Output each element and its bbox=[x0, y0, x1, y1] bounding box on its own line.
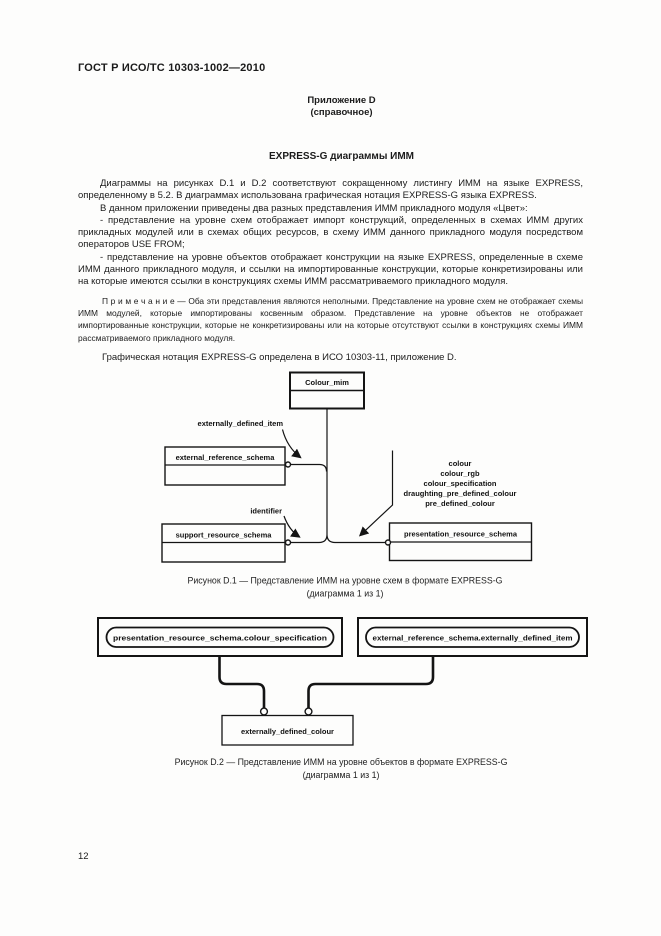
node-external-externally-defined-item: external_reference_schema.externally_def… bbox=[357, 617, 588, 657]
node-external-reference-schema-box bbox=[164, 446, 286, 486]
figure-d1-caption: Рисунок D.1 — Представление ИММ на уровн… bbox=[187, 576, 502, 586]
interface-item: colour_specification bbox=[424, 479, 497, 488]
interface-item: draughting_pre_defined_colour bbox=[404, 489, 517, 498]
node-presentation-colour-specification: presentation_resource_schema.colour_spec… bbox=[97, 617, 343, 657]
port-support-resource-schema bbox=[284, 539, 292, 546]
arrow-externally-defined-item bbox=[281, 429, 302, 459]
annex-label: Приложение D bbox=[307, 95, 376, 106]
note-paragraph: П р и м е ч а н и е — Оба эти представле… bbox=[78, 295, 583, 343]
interface-item: colour bbox=[449, 459, 472, 468]
wire-branch-external-reference bbox=[290, 463, 328, 472]
node-external-reference-schema-label: external_reference_schema bbox=[176, 453, 276, 462]
paragraph-intro: Диаграммы на рисунках D.1 и D.2 соответс… bbox=[78, 178, 583, 202]
wire-trunk bbox=[290, 408, 386, 544]
node-left-label: presentation_resource_schema.colour_spec… bbox=[113, 634, 327, 643]
label-externally-defined-item: externally_defined_item bbox=[198, 419, 284, 428]
interface-list: colour colour_rgb colour_specification d… bbox=[404, 459, 517, 508]
figure-d2-caption: Рисунок D.2 — Представление ИММ на уровн… bbox=[175, 757, 508, 767]
node-bottom-box bbox=[221, 714, 354, 746]
port-presentation-resource-schema bbox=[384, 539, 392, 546]
node-support-resource-schema-label: support_resource_schema bbox=[176, 531, 273, 540]
wire-right-connector bbox=[307, 656, 435, 708]
annex-kind: (справочное) bbox=[310, 107, 373, 119]
bullet-schema-level: - представление на уровне схем отображае… bbox=[78, 214, 583, 251]
paragraph-notation-ref: Графическая нотация EXPRESS-G определена… bbox=[102, 351, 457, 363]
port-left-connector bbox=[259, 707, 269, 716]
figure-d1-caption-line2: (диаграмма 1 из 1) bbox=[307, 589, 384, 599]
figure-d2: presentation_resource_schema.colour_spec… bbox=[97, 617, 588, 780]
interface-item: colour_rgb bbox=[440, 469, 480, 478]
figure-d1: Colour_mim external_reference_schema sup… bbox=[161, 371, 533, 599]
arrow-interface-list bbox=[358, 450, 394, 537]
page-number: 12 bbox=[78, 851, 89, 862]
bullet-object-level: - представление на уровне объектов отобр… bbox=[78, 251, 583, 288]
node-support-resource-schema: support_resource_schema bbox=[161, 523, 286, 563]
annex-heading: Приложение D (справочное) bbox=[78, 95, 605, 120]
annex-title: EXPRESS-G диаграммы ИММ bbox=[269, 151, 414, 162]
port-external-reference-schema bbox=[284, 461, 292, 468]
node-presentation-resource-schema-label: presentation_resource_schema bbox=[404, 530, 518, 539]
standard-designation: ГОСТ Р ИСО/ТС 10303-1002—2010 bbox=[78, 62, 266, 74]
node-presentation-resource-schema: presentation_resource_schema bbox=[388, 522, 533, 562]
node-colour-mim-label: Colour_mim bbox=[305, 378, 349, 387]
label-identifier: identifier bbox=[250, 507, 282, 516]
node-left-oval bbox=[105, 626, 335, 648]
node-externally-defined-colour: externally_defined_colour bbox=[221, 714, 354, 746]
port-right-connector bbox=[304, 707, 313, 716]
node-external-reference-schema: external_reference_schema bbox=[164, 446, 286, 486]
paragraph-two-views: В данном приложении приведены два разных… bbox=[100, 202, 528, 214]
interface-item: pre_defined_colour bbox=[425, 499, 495, 508]
wire-left-connector bbox=[218, 656, 266, 708]
node-right-oval bbox=[365, 626, 580, 648]
node-right-label: external_reference_schema.externally_def… bbox=[373, 634, 573, 643]
arrow-identifier bbox=[283, 515, 301, 538]
figure-d2-caption-line2: (диаграмма 1 из 1) bbox=[303, 770, 380, 780]
body-text: Диаграммы на рисунках D.1 и D.2 соответс… bbox=[78, 178, 583, 364]
node-colour-mim: Colour_mim bbox=[289, 371, 365, 410]
node-bottom-label: externally_defined_colour bbox=[241, 727, 334, 736]
